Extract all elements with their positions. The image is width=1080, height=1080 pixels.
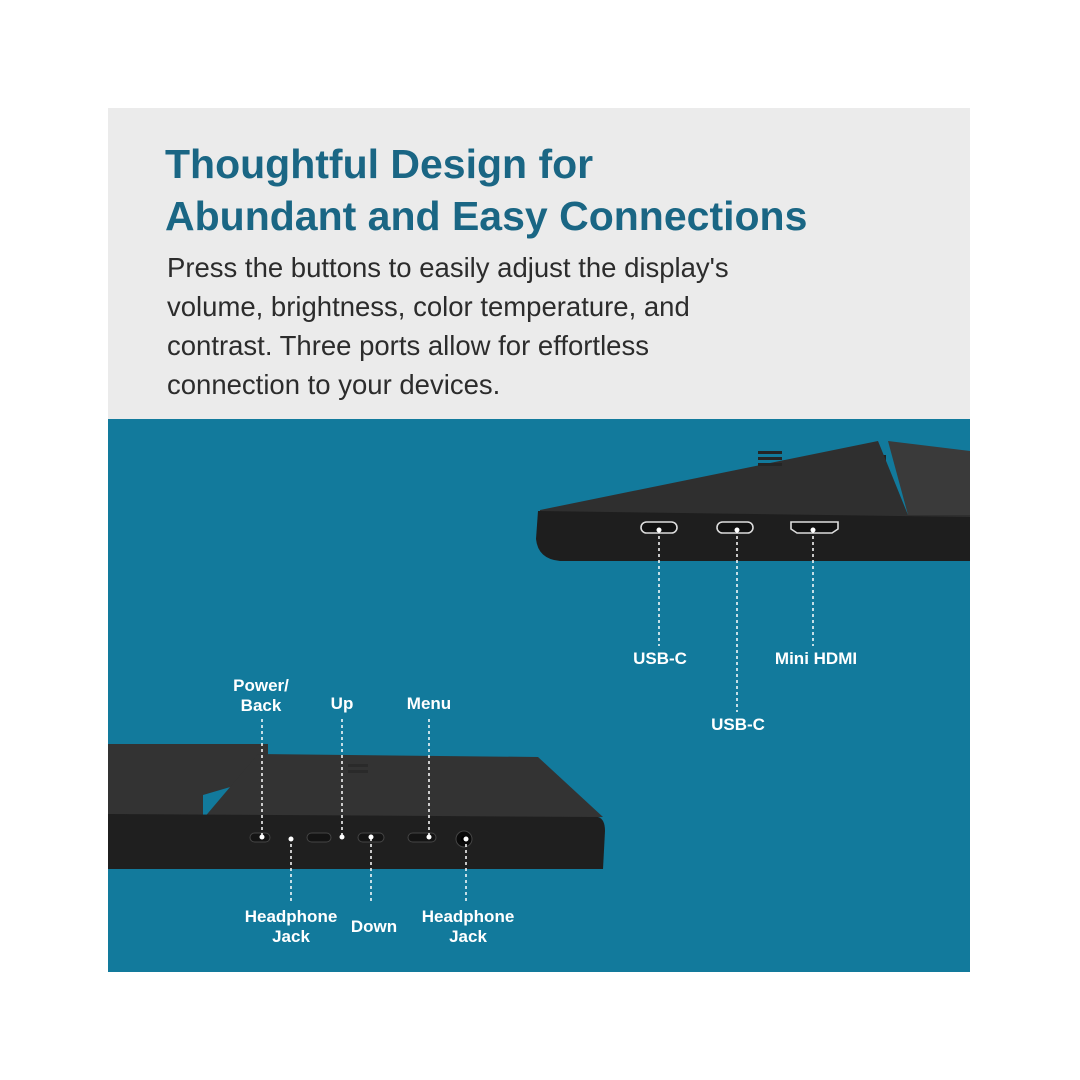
feature-title-line-1: Thoughtful Design for <box>165 141 594 187</box>
monitor-top-surface <box>540 441 970 519</box>
label-power-back-line-1: Power/ <box>233 676 289 695</box>
product-feature-panel: Thoughtful Design for Abundant and Easy … <box>108 108 970 972</box>
label-headphone-jack-right-line-2: Jack <box>449 927 487 946</box>
monitor-edge-2 <box>108 814 605 869</box>
label-menu: Menu <box>406 694 452 713</box>
menu-button <box>407 832 437 843</box>
description-line-3: contrast. Three ports allow for effortle… <box>167 330 649 361</box>
label-usb-c-left: USB-C <box>633 649 687 668</box>
vent-icon-2 <box>348 764 368 773</box>
feature-title: Thoughtful Design for Abundant and Easy … <box>165 138 807 242</box>
label-power-back-line-2: Back <box>240 696 282 715</box>
vent-icon <box>758 451 782 466</box>
monitor-illustration <box>108 441 970 903</box>
label-headphone-jack-left-line-2: Jack <box>272 927 310 946</box>
description-line-2: volume, brightness, color temperature, a… <box>167 291 690 322</box>
label-headphone-jack-right: Headphone Jack <box>422 907 515 947</box>
monitor-edge <box>536 511 970 561</box>
label-headphone-jack-left-line-1: Headphone <box>244 907 338 926</box>
label-mini-hdmi: Mini HDMI <box>774 649 858 668</box>
monitor-button-side <box>108 744 605 869</box>
feature-description: Press the buttons to easily adjust the d… <box>167 248 947 404</box>
label-headphone-jack-left: Headphone Jack <box>245 907 338 947</box>
feature-header: Thoughtful Design for Abundant and Easy … <box>108 108 970 419</box>
label-power-back: Power/ Back <box>233 676 289 716</box>
mini-hdmi-port <box>790 521 839 534</box>
callout-lines <box>261 530 814 903</box>
label-up: Up <box>330 694 354 713</box>
description-line-4: connection to your devices. <box>167 369 501 400</box>
up-button <box>306 832 332 843</box>
callout-dots <box>259 527 816 842</box>
label-usb-c-middle: USB-C <box>711 715 765 734</box>
usb-c-port-2 <box>716 521 754 534</box>
monitor-port-side <box>536 441 970 561</box>
monitor-rear-body <box>108 744 268 819</box>
label-headphone-jack-right-line-1: Headphone <box>421 907 515 926</box>
description-line-1: Press the buttons to easily adjust the d… <box>167 252 729 283</box>
monitor-top-surface-2 <box>203 754 603 819</box>
feature-title-line-2: Abundant and Easy Connections <box>165 193 808 239</box>
product-illustration: USB-C USB-C Mini HDMI Power/ Back Up Men… <box>108 419 970 972</box>
monitor-back-panel <box>888 441 970 515</box>
label-down: Down <box>350 917 398 936</box>
